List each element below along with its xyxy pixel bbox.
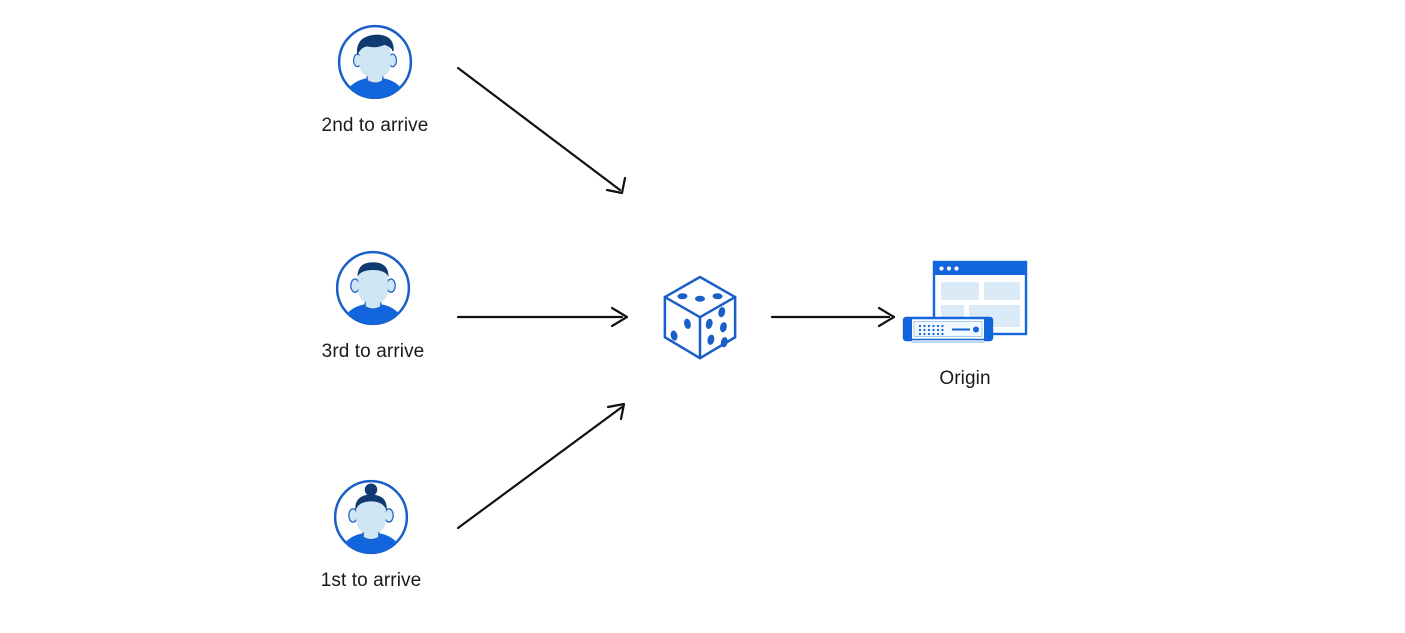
dice-left-face-pips bbox=[670, 318, 691, 341]
dice-icon bbox=[663, 275, 737, 360]
browser-window-dots bbox=[939, 266, 959, 271]
client-node-1st[interactable]: 1st to arrive bbox=[306, 478, 436, 592]
origin-node[interactable]: Origin bbox=[900, 258, 1030, 390]
client-node-3rd[interactable]: 3rd to arrive bbox=[308, 249, 438, 363]
client-label-3rd: 3rd to arrive bbox=[321, 341, 425, 362]
randomizer-node[interactable] bbox=[658, 272, 742, 364]
client-node-2nd[interactable]: 2nd to arrive bbox=[310, 23, 440, 137]
dice-top-face-pips bbox=[677, 293, 723, 302]
arrow-dice-to-origin bbox=[770, 306, 896, 328]
origin-label: Origin bbox=[939, 368, 991, 389]
server-vent-dots bbox=[918, 324, 944, 336]
server-device bbox=[902, 316, 994, 343]
arrow-client3-to-dice bbox=[456, 306, 629, 328]
client-label-2nd: 2nd to arrive bbox=[321, 115, 429, 136]
origin-server-icon bbox=[902, 260, 1028, 343]
user-avatar-icon bbox=[337, 24, 413, 100]
arrow-client2-to-dice bbox=[456, 66, 627, 195]
dice-right-face-pips bbox=[705, 307, 728, 348]
user-avatar-icon bbox=[335, 250, 411, 326]
user-avatar-icon bbox=[333, 479, 409, 555]
client-label-1st: 1st to arrive bbox=[320, 570, 422, 591]
arrow-client1-to-dice bbox=[456, 402, 626, 530]
